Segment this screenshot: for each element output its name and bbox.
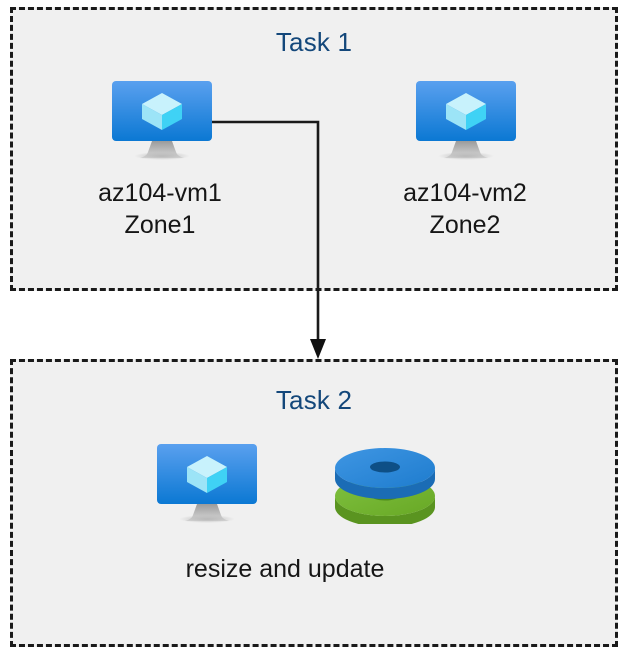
vm1-zone: Zone1 <box>124 211 196 239</box>
vm1-name: az104-vm1 <box>98 179 222 207</box>
task2-title: Task 2 <box>275 385 353 415</box>
vm2-label: az104-vm2 Zone2 <box>345 177 585 241</box>
virtual-machine-icon <box>155 443 259 523</box>
vm2-zone: Zone2 <box>429 211 501 239</box>
task2-container <box>10 359 618 647</box>
vm1-label: az104-vm1 Zone1 <box>40 177 280 241</box>
virtual-machine-icon <box>414 80 518 160</box>
managed-disks-icon <box>332 446 438 524</box>
vm2-name: az104-vm2 <box>403 179 527 207</box>
virtual-machine-icon <box>110 80 214 160</box>
task1-title: Task 1 <box>275 27 353 57</box>
task2-caption: resize and update <box>185 555 385 583</box>
